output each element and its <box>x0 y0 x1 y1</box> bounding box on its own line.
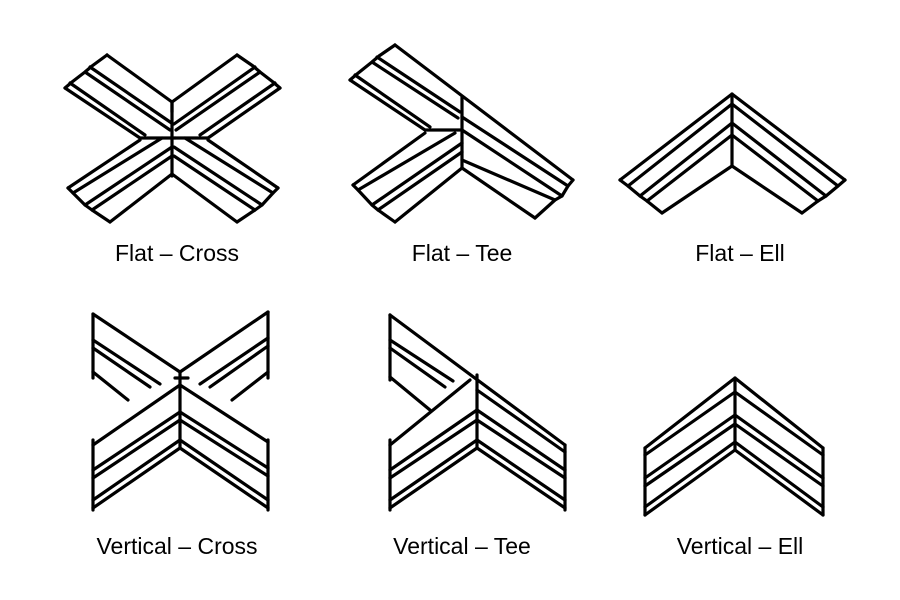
flat-cross-upper-left-rail-2 <box>83 70 172 132</box>
flat-cross-label: Flat – Cross <box>115 240 239 266</box>
flat-cross-drawing <box>63 53 282 224</box>
flat-cross-lower-right-end <box>235 186 280 224</box>
vertical-cross-lower-left-bottom-edge <box>91 446 182 510</box>
flat-cross-lower-right-inner-edge <box>170 172 239 224</box>
vertical-cross-upper-left-top-edge <box>91 312 182 374</box>
vertical-cross-drawing <box>91 310 270 512</box>
vertical-cross-upper-right-top-edge <box>178 310 270 374</box>
vertical-tee-label: Vertical – Tee <box>393 533 531 559</box>
flat-tee-run-top-edge <box>393 43 575 182</box>
flat-tee-lower-rail-3 <box>376 150 464 212</box>
flat-tee-lower-outer-edge <box>351 131 427 187</box>
flat-ell-label: Flat – Ell <box>695 240 785 266</box>
vertical-tee-branch-rail-2 <box>388 346 447 389</box>
flat-tee-branch-rail-3 <box>375 55 462 114</box>
flat-cross-upper-right-rail-3 <box>172 65 257 126</box>
vertical-cross-upper-right-rail-1 <box>198 336 270 386</box>
vertical-cross-lower-right-rail-2 <box>178 418 270 478</box>
flat-cross-upper-left-rail-1 <box>68 81 147 137</box>
flat-tee-lower-rail-2 <box>370 141 464 207</box>
flat-cross-upper-right-rail-2 <box>174 70 262 132</box>
vertical-tee-right-rail-3 <box>475 418 567 480</box>
vertical-tee-lower-left-rail-3 <box>388 438 479 502</box>
vertical-cross-lower-right-bottom-edge <box>178 446 270 510</box>
vertical-cross-lower-right-top-edge <box>178 383 270 444</box>
flat-cross-lower-left-rail-3 <box>90 154 174 212</box>
flat-ell-right-end <box>800 178 847 215</box>
vertical-cross-label: Vertical – Cross <box>96 533 258 559</box>
vertical-tee-right-bottom-edge <box>475 446 567 510</box>
flat-tee-run-rail-3 <box>460 158 557 202</box>
vertical-tee-right-rail-4 <box>475 438 567 502</box>
flat-tee-lower-end <box>351 183 397 224</box>
flat-cross-upper-right-end <box>235 53 282 90</box>
flat-cross-lower-left-outer-edge <box>66 138 142 190</box>
vertical-cross-upper-left-rail-1 <box>91 338 162 386</box>
vertical-cross-upper-right-rail-3 <box>230 370 270 402</box>
vertical-tee-lower-left-top-edge <box>388 378 472 447</box>
vertical-cross-lower-left-rail-2 <box>91 418 182 480</box>
flat-tee-branch-rail-2 <box>370 60 460 120</box>
vertical-cross-upper-left-rail-3 <box>91 370 130 402</box>
flat-tee-run-rail-2 <box>460 128 564 198</box>
vertical-tee-right-rail-2 <box>475 408 567 472</box>
flat-ell-drawing <box>618 92 847 215</box>
vertical-cross-lower-left-top-edge <box>91 383 182 447</box>
flat-tee-branch-rail-1 <box>353 73 432 129</box>
flat-cross-upper-left-rail-3 <box>88 65 175 126</box>
flat-cross-lower-right-outer-edge <box>206 138 280 190</box>
vertical-cross-upper-left-rail-2 <box>91 346 152 389</box>
vertical-tee-right-rail-1 <box>475 388 567 454</box>
vertical-cross-lower-left-rail-3 <box>91 438 182 502</box>
vertical-ell-label: Vertical – Ell <box>676 533 804 559</box>
flat-cross-upper-right-inner-edge <box>170 53 239 104</box>
flat-cross-lower-left-rail-2 <box>83 145 174 207</box>
vertical-tee-lower-left-rail-1 <box>388 408 479 472</box>
vertical-ell-drawing <box>643 376 825 517</box>
flat-cross-lower-left-rail-1 <box>71 136 164 195</box>
flat-tee-branch-end <box>348 43 397 82</box>
flat-tee-drawing <box>348 43 575 224</box>
vertical-tee-branch-rail-3 <box>388 375 432 412</box>
flat-cross-lower-right-rail-3 <box>172 154 257 212</box>
flat-tee-run-bottom-edge <box>460 166 537 220</box>
vertical-cross-upper-right-rail-2 <box>208 344 270 389</box>
flat-tee-branch-outer-edge <box>348 78 462 132</box>
flat-cross-lower-right-rail-2 <box>172 145 264 207</box>
vertical-tee-drawing <box>388 313 567 512</box>
flat-cross-upper-right-rail-1 <box>198 81 277 137</box>
flat-tee-run-rail-1 <box>460 115 570 188</box>
flat-tee-run-right-end <box>533 178 575 220</box>
vertical-tee-lower-left-rail-2 <box>388 418 479 480</box>
vertical-cross-lower-right-rail-3 <box>178 438 270 502</box>
vertical-tee-lower-left-bottom-edge <box>388 446 479 510</box>
vertical-cross-lower-right-rail-1 <box>178 410 270 470</box>
flat-cross-lower-left-inner-edge <box>108 172 174 224</box>
flat-ell-left-end <box>618 178 664 215</box>
vertical-cross-lower-left-rail-1 <box>91 410 182 472</box>
flat-tee-label: Flat – Tee <box>411 240 513 266</box>
flat-tee-lower-rail-1 <box>356 131 457 192</box>
flat-cross-upper-left-end <box>63 53 109 90</box>
flat-cross-lower-left-end <box>66 186 112 224</box>
flat-cross-lower-right-rail-1 <box>183 136 275 195</box>
flat-tee-lower-inner-edge <box>393 166 464 224</box>
vertical-tee-branch-rail-1 <box>388 338 455 383</box>
